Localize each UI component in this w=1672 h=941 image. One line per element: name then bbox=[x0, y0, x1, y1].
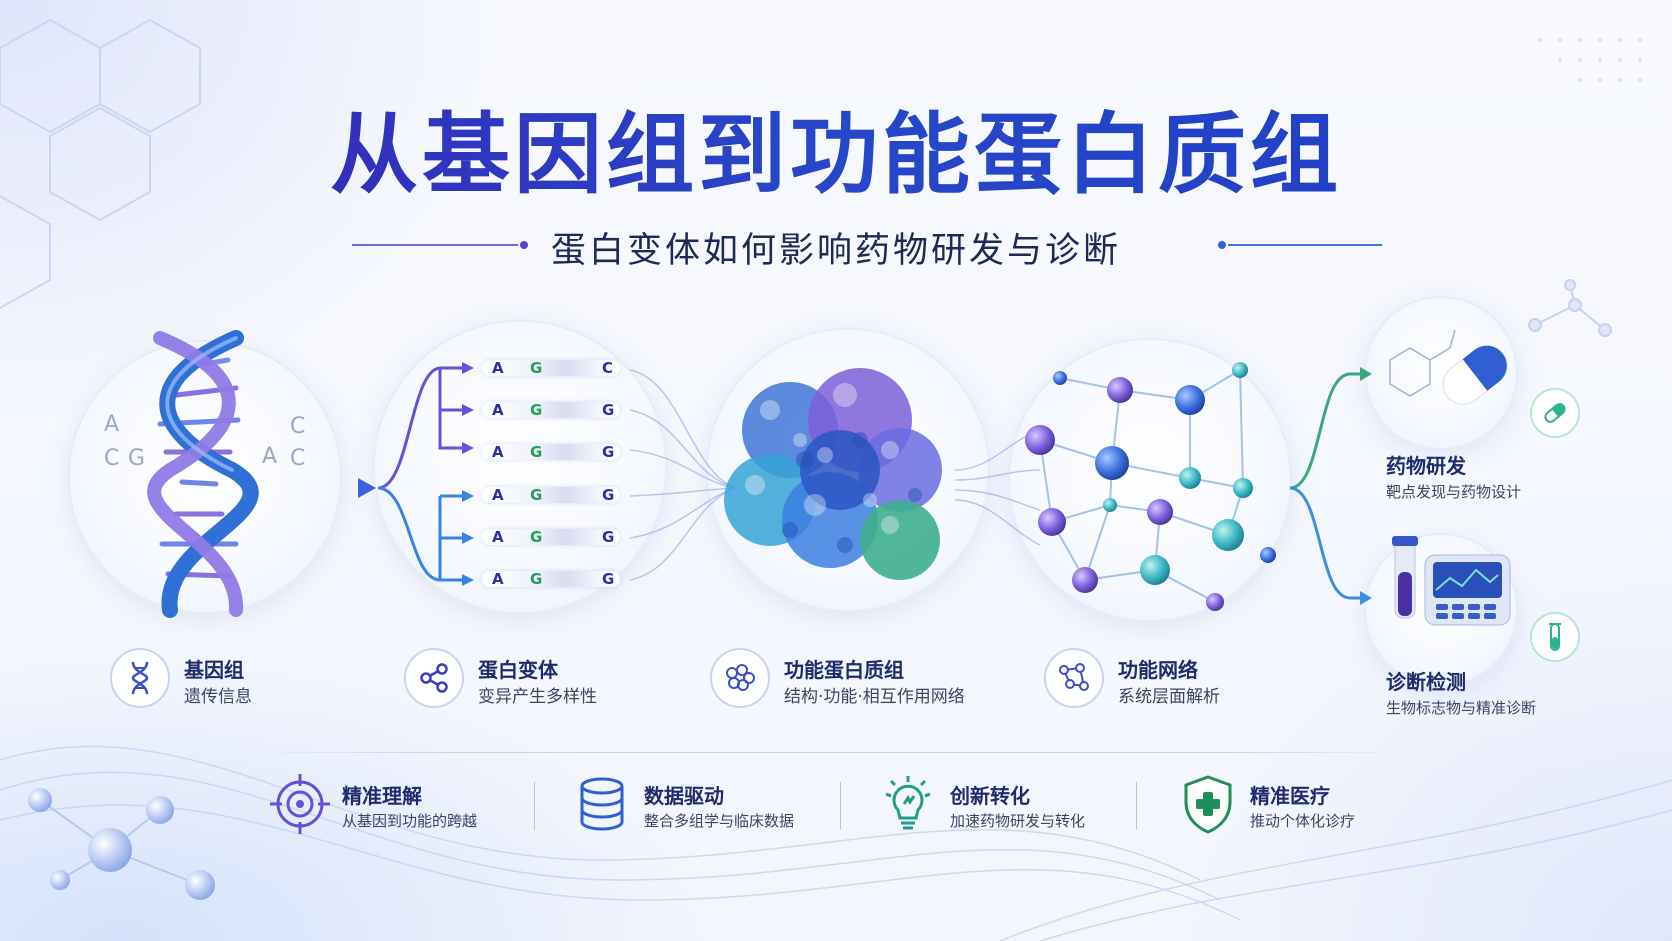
stage-title: 功能网络 bbox=[1118, 658, 1198, 682]
feature-separator bbox=[840, 782, 841, 830]
test-tube-icon bbox=[1530, 612, 1580, 662]
dna-helix bbox=[147, 330, 259, 618]
database-icon bbox=[570, 772, 634, 836]
feature-separator bbox=[534, 782, 535, 830]
branch-arrowheads bbox=[462, 362, 474, 586]
stage-subtitle: 结构·功能·相互作用网络 bbox=[784, 687, 965, 707]
stage-title: 蛋白变体 bbox=[478, 658, 558, 682]
feature-separator bbox=[1136, 782, 1137, 830]
network-graph bbox=[1025, 362, 1276, 611]
feature-title: 精准医疗 bbox=[1250, 784, 1330, 808]
feature-subtitle: 推动个体化诊疗 bbox=[1250, 812, 1356, 830]
capsule-illustration bbox=[1389, 329, 1508, 405]
protein-structure bbox=[724, 368, 942, 580]
outcome-diagnostic-subtitle: 生物标志物与精准诊断 bbox=[1386, 699, 1537, 717]
target-icon bbox=[268, 772, 332, 836]
outcome-drug-title: 药物研发 bbox=[1386, 454, 1466, 478]
feature-title: 创新转化 bbox=[950, 784, 1030, 808]
network-icon bbox=[1044, 648, 1104, 708]
sequence-row: A G G bbox=[482, 486, 622, 504]
sequence-row: A G C bbox=[482, 359, 622, 377]
sequence-row: A G G bbox=[482, 401, 622, 419]
stage-subtitle: 遗传信息 bbox=[184, 687, 252, 707]
shield-plus-icon bbox=[1176, 772, 1240, 836]
sequence-row: A G G bbox=[482, 570, 622, 588]
genome-circle bbox=[70, 342, 340, 612]
dna-letter: C bbox=[104, 446, 120, 471]
outcome-diagnostic-title: 诊断检测 bbox=[1386, 670, 1466, 694]
dna-letter: G bbox=[128, 446, 146, 471]
stage-title: 基因组 bbox=[184, 658, 244, 682]
page-subtitle: 蛋白变体如何影响药物研发与诊断 bbox=[550, 231, 1121, 271]
stage-subtitle: 系统层面解析 bbox=[1118, 687, 1220, 707]
sequence-row: A G G bbox=[482, 443, 622, 461]
dna-letter: C bbox=[290, 414, 306, 439]
diagnostic-device bbox=[1392, 536, 1511, 626]
stage-title: 功能蛋白质组 bbox=[784, 658, 904, 682]
feature-title: 精准理解 bbox=[342, 784, 422, 808]
feature-subtitle: 加速药物研发与转化 bbox=[950, 812, 1086, 830]
variant-branches bbox=[377, 366, 464, 582]
share-nodes-icon bbox=[404, 648, 464, 708]
dna-letter: A bbox=[104, 412, 120, 437]
dna-letter: C bbox=[290, 446, 306, 471]
section-divider bbox=[250, 752, 1410, 753]
feature-subtitle: 从基因到功能的跨越 bbox=[342, 812, 478, 830]
protein-cluster-icon bbox=[710, 648, 770, 708]
feature-title: 数据驱动 bbox=[644, 784, 724, 808]
sequence-row: A G G bbox=[482, 528, 622, 546]
stage-subtitle: 变异产生多样性 bbox=[478, 687, 597, 707]
feature-subtitle: 整合多组学与临床数据 bbox=[644, 812, 795, 830]
outcome-drug-subtitle: 靶点发现与药物设计 bbox=[1386, 483, 1522, 501]
page-title: 从基因组到功能蛋白质组 bbox=[0, 84, 1672, 211]
pill-icon bbox=[1530, 388, 1580, 438]
dna-icon bbox=[110, 648, 170, 708]
dna-letter: A bbox=[262, 444, 278, 469]
lightbulb-icon bbox=[876, 772, 940, 836]
